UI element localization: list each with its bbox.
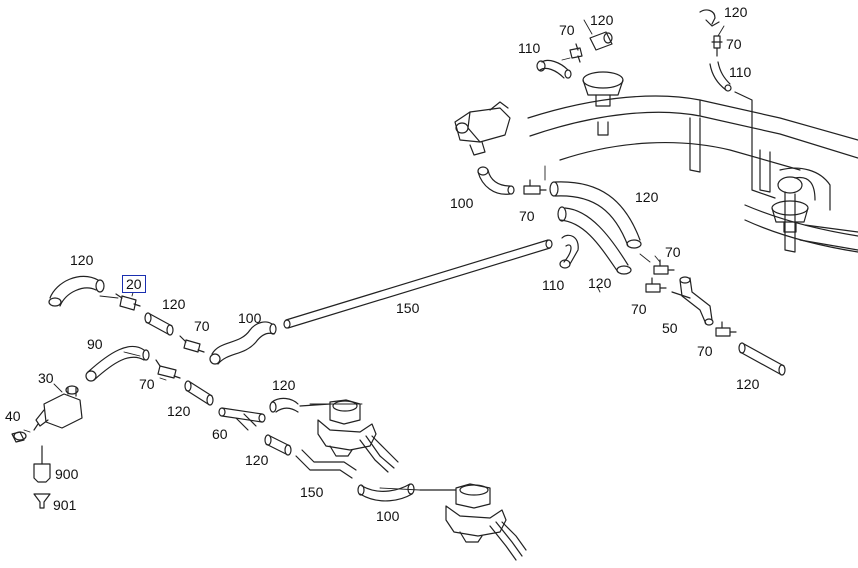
hose-120-short	[144, 312, 174, 336]
callout-40: 40	[5, 408, 21, 424]
callout-70: 70	[665, 244, 681, 260]
callout-90: 90	[87, 336, 103, 352]
callout-120: 120	[590, 12, 614, 28]
callout-100: 100	[450, 195, 474, 211]
tee-60	[218, 407, 266, 431]
callout-50: 50	[662, 320, 678, 336]
pipe-150-long	[283, 239, 553, 329]
valve-70-left	[179, 335, 205, 353]
valve-20	[115, 293, 141, 311]
callout-120: 120	[272, 377, 296, 393]
callout-110: 110	[518, 40, 541, 56]
valve-70-right3	[645, 277, 667, 293]
hose-100-right	[477, 166, 515, 195]
callout-20-highlighted[interactable]: 20	[122, 275, 146, 293]
hose-110-right	[559, 234, 579, 269]
hose-100-left	[209, 321, 277, 365]
callout-120: 120	[736, 376, 760, 392]
hose-120-pump	[269, 397, 299, 413]
callout-30: 30	[38, 370, 54, 386]
callout-60: 60	[212, 426, 228, 442]
callout-70: 70	[697, 343, 713, 359]
callout-120: 120	[245, 452, 269, 468]
callout-120: 120	[635, 189, 659, 205]
callout-70: 70	[559, 22, 575, 38]
hose-120-big-right	[549, 181, 642, 249]
callout-150: 150	[396, 300, 420, 316]
valve-70-left2	[155, 359, 181, 379]
pump-30	[33, 385, 83, 431]
cap-40	[11, 431, 27, 443]
pipe-150-bottom	[295, 449, 357, 479]
callout-100: 100	[238, 310, 262, 326]
hose-120-left2	[184, 380, 214, 406]
valve-70-right2	[653, 259, 675, 275]
hose-110-mid	[536, 59, 572, 79]
valve-70-right	[523, 179, 547, 195]
callout-120: 120	[588, 275, 612, 291]
valve-70-mid	[569, 43, 583, 63]
hose-120-mid	[589, 31, 613, 51]
callout-70: 70	[631, 301, 647, 317]
callout-120: 120	[167, 403, 191, 419]
vacuum-pump-2	[419, 483, 527, 561]
callout-70: 70	[194, 318, 210, 334]
hose-120-top	[699, 9, 720, 27]
callout-120: 120	[162, 296, 186, 312]
callout-120: 120	[724, 4, 748, 20]
valve-70-top	[711, 35, 723, 57]
callout-110: 110	[542, 277, 565, 293]
solenoid-valve-top	[454, 101, 511, 156]
callout-901: 901	[53, 497, 77, 513]
leader-lines	[23, 19, 725, 491]
connector-900	[33, 445, 51, 483]
engine-frame	[527, 95, 858, 253]
vacuum-pump-1	[299, 399, 399, 473]
seal-901	[33, 493, 51, 509]
hose-120-straight-right	[738, 342, 786, 376]
hose-50	[671, 276, 714, 326]
callout-70: 70	[139, 376, 155, 392]
hose-100-bottom	[357, 483, 415, 502]
hose-120-mid-right	[557, 206, 632, 275]
callout-100: 100	[376, 508, 400, 524]
hose-110-top	[709, 61, 732, 92]
valve-70-right4	[715, 321, 737, 337]
callout-120: 120	[70, 252, 94, 268]
hose-120-bottom	[264, 434, 292, 456]
hose-90	[85, 345, 150, 382]
canister-right	[771, 200, 809, 233]
canister-top	[582, 71, 624, 136]
callout-110: 110	[729, 64, 752, 80]
callout-70: 70	[519, 208, 535, 224]
callout-900: 900	[55, 466, 79, 482]
hose-120-left	[48, 275, 105, 307]
callout-150: 150	[300, 484, 324, 500]
callout-70: 70	[726, 36, 742, 52]
